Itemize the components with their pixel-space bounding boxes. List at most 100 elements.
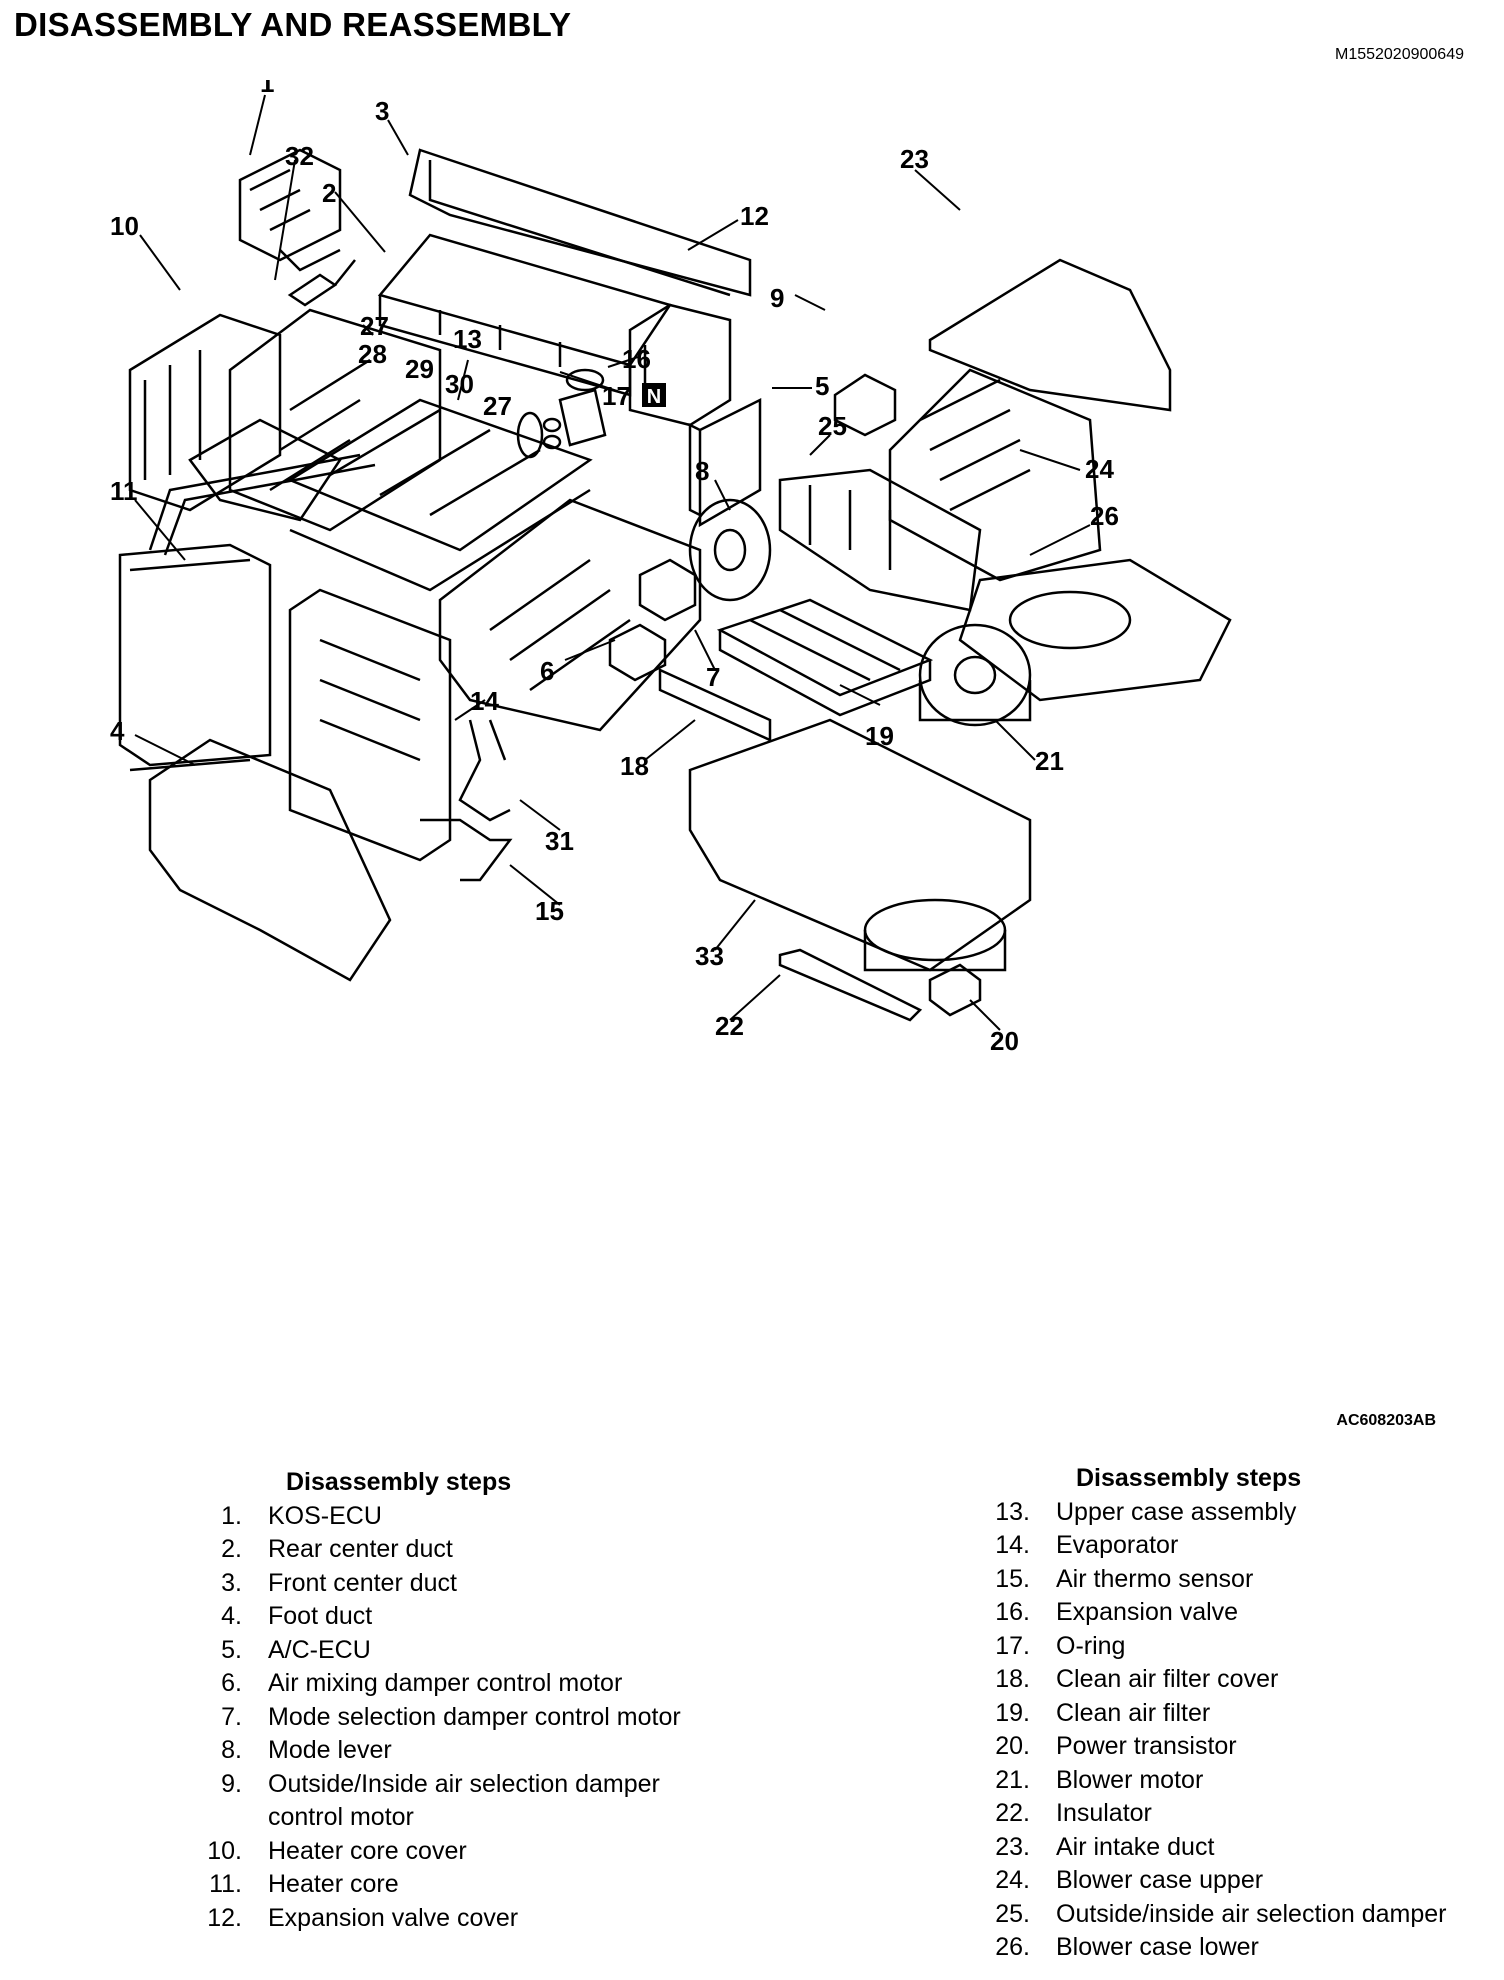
step-label: Heater core	[268, 1870, 399, 1898]
step-item: 15.Air thermo sensor	[960, 1563, 1480, 1597]
part-expansion-valve	[558, 368, 607, 447]
step-item: 8. Mode lever	[180, 1734, 740, 1768]
part-air-selection-motor	[833, 373, 897, 437]
page-title: DISASSEMBLY AND REASSEMBLY	[14, 6, 572, 43]
step-number: 26.	[995, 1933, 1030, 1961]
part-heater-core	[118, 453, 376, 772]
step-number: 3.	[221, 1568, 242, 1597]
step-item: 10.Heater core cover	[180, 1835, 740, 1869]
step-item: 7.Mode selection damper control motor	[180, 1701, 740, 1735]
callout-21: 21	[1035, 746, 1064, 776]
callout-4: 4	[110, 716, 125, 746]
step-number: 4.	[221, 1602, 242, 1630]
step-item: 18.Clean air filter cover	[960, 1663, 1480, 1697]
callout-1: 1	[260, 80, 274, 98]
callout-28: 28	[358, 339, 387, 369]
part-upper-case-assembly	[188, 308, 442, 532]
callout-25: 25	[818, 411, 847, 441]
part-insulator	[778, 948, 923, 1022]
part-heater-core-cover	[128, 313, 282, 512]
step-label: Air mixing damper control motor	[268, 1669, 623, 1697]
step-item: 23.Air intake duct	[960, 1831, 1480, 1865]
step-item: 20.Power transistor	[960, 1730, 1480, 1764]
new-part-badge-label: N	[647, 386, 661, 408]
step-item: 17.O-ring	[960, 1630, 1480, 1664]
part-blower-case-upper	[888, 368, 1102, 582]
callout-27-lower: 27	[483, 391, 512, 421]
step-number: 1.	[221, 1501, 242, 1530]
step-number: 7.	[221, 1702, 242, 1731]
callout-labels: 1 32 3 2 12 23 10 9 27 13 28 29 30 16 17…	[110, 80, 1119, 1056]
callout-13: 13	[453, 324, 482, 354]
step-label: Air intake duct	[1056, 1832, 1215, 1861]
callout-30: 30	[445, 369, 474, 399]
step-number: 24.	[995, 1866, 1030, 1894]
part-ac-ecu	[688, 397, 762, 528]
part-outside-inside-damper	[778, 468, 982, 612]
callout-14: 14	[470, 686, 499, 716]
step-item: 4.Foot duct	[180, 1600, 740, 1634]
step-item: 13.Upper case assembly	[960, 1496, 1480, 1530]
callout-23: 23	[900, 144, 929, 174]
step-item: 16.Expansion valve	[960, 1596, 1480, 1630]
step-item: 9.Outside/Inside air selection damper co…	[180, 1768, 740, 1835]
step-label: Power transistor	[1056, 1732, 1237, 1760]
step-number: 2.	[221, 1535, 242, 1563]
exploded-view-diagram: 1 32 3 2 12 23 10 9 27 13 28 29 30 16 17…	[110, 80, 1232, 1056]
step-item: 19.Clean air filter	[960, 1697, 1480, 1731]
step-item: 6.Air mixing damper control motor	[180, 1667, 740, 1701]
step-number: 25.	[995, 1899, 1030, 1928]
callout-22: 22	[715, 1011, 744, 1041]
callout-31: 31	[545, 826, 574, 856]
callout-9: 9	[770, 283, 784, 313]
step-number: 22.	[995, 1799, 1030, 1827]
part-sensor-32	[287, 259, 356, 307]
callout-33: 33	[695, 941, 724, 971]
step-label: Clean air filter	[1056, 1698, 1211, 1727]
figure-id: AC608203AB	[1336, 1412, 1436, 1429]
step-item: 21.Blower motor	[960, 1764, 1480, 1798]
step-item: 14.Evaporator	[960, 1529, 1480, 1563]
step-item: 24.Blower case upper	[960, 1864, 1480, 1898]
step-item: 25. Outside/inside air selection damper	[960, 1898, 1480, 1932]
callout-7: 7	[706, 662, 720, 692]
callout-11: 11	[110, 476, 138, 506]
step-item: 12.Expansion valve cover	[180, 1902, 740, 1936]
part-mode-motor	[638, 558, 697, 622]
callout-19: 19	[865, 721, 894, 751]
step-label: Expansion valve	[1056, 1598, 1239, 1626]
callout-29: 29	[405, 354, 434, 384]
step-number: 8.	[221, 1736, 242, 1764]
callout-20: 20	[990, 1026, 1019, 1056]
callout-12: 12	[740, 201, 769, 231]
step-item: 2.Rear center duct	[180, 1533, 740, 1567]
steps-right-column: Disassembly steps 13.Upper case assembly…	[960, 1462, 1480, 1965]
step-number: 17.	[995, 1631, 1030, 1660]
step-number: 9.	[221, 1769, 242, 1798]
callout-26: 26	[1090, 501, 1119, 531]
new-part-badge: N	[642, 383, 666, 408]
step-label: Blower case lower	[1056, 1933, 1259, 1961]
part-blower-motor	[918, 623, 1032, 727]
step-item: 11.Heater core	[180, 1868, 740, 1902]
step-label: Blower motor	[1056, 1765, 1204, 1794]
step-item: 22.Insulator	[960, 1797, 1480, 1831]
part-kos-ecu	[238, 148, 342, 272]
callout-3: 3	[375, 96, 389, 126]
part-blower-case	[688, 718, 1032, 972]
step-label: Outside/inside air selection damper	[1056, 1899, 1447, 1928]
callout-32: 32	[285, 141, 314, 171]
part-o-rings	[516, 411, 562, 459]
step-label: Evaporator	[1056, 1531, 1179, 1559]
step-number: 12.	[207, 1903, 242, 1932]
callout-27-upper: 27	[360, 311, 389, 341]
callout-24: 24	[1085, 454, 1114, 484]
step-label: Mode lever	[268, 1736, 392, 1764]
document-id: M1552020900649	[1334, 46, 1464, 63]
callout-15: 15	[535, 896, 564, 926]
callout-2: 2	[322, 178, 336, 208]
part-air-mix-motor	[608, 623, 667, 682]
